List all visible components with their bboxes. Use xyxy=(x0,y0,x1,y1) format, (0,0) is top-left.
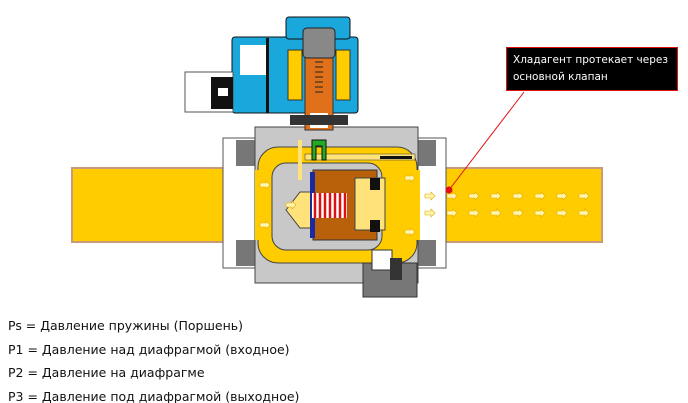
flow-arrow xyxy=(578,191,590,201)
flow-arrow xyxy=(512,208,524,218)
callout-line-2: основной клапан xyxy=(513,71,608,83)
flow-arrow xyxy=(578,208,590,218)
flow-arrow xyxy=(424,208,436,218)
flow-arrow xyxy=(259,180,271,190)
flow-arrow xyxy=(534,191,546,201)
legend-item-p3: P3 = Давление под диафрагмой (выходное) xyxy=(8,388,300,403)
flow-arrow xyxy=(404,173,416,183)
flow-arrow xyxy=(534,208,546,218)
legend-item-p2: P2 = Давление на диафрагме xyxy=(8,365,205,380)
legend-item-p1: P1 = Давление над диафрагмой (входное) xyxy=(8,341,290,357)
flow-arrow xyxy=(424,191,436,201)
flow-arrow xyxy=(446,191,458,201)
legend: Ps = Давление пружины (Поршень) P1 = Дав… xyxy=(8,316,299,403)
flow-arrow xyxy=(404,227,416,237)
pointer-dot xyxy=(445,186,453,194)
flow-arrow xyxy=(490,191,502,201)
coil-left xyxy=(287,49,303,101)
flow-arrow xyxy=(556,191,568,201)
flow-arrow xyxy=(556,208,568,218)
flow-arrow xyxy=(468,208,480,218)
legend-item-ps: Ps = Давление пружины (Поршень) xyxy=(8,318,243,333)
pointer-line xyxy=(448,91,525,191)
flow-arrow xyxy=(446,208,458,218)
callout-box: Хладагент протекает через основной клапа… xyxy=(506,47,678,91)
flow-arrow xyxy=(259,220,271,230)
callout-line-1: Хладагент протекает через xyxy=(513,54,668,66)
coil-right xyxy=(335,49,351,101)
flow-arrow xyxy=(285,200,297,210)
flow-arrow xyxy=(490,208,502,218)
flow-arrows xyxy=(259,173,590,237)
flow-arrow xyxy=(468,191,480,201)
piston-spring xyxy=(312,193,347,218)
flow-arrow xyxy=(512,191,524,201)
